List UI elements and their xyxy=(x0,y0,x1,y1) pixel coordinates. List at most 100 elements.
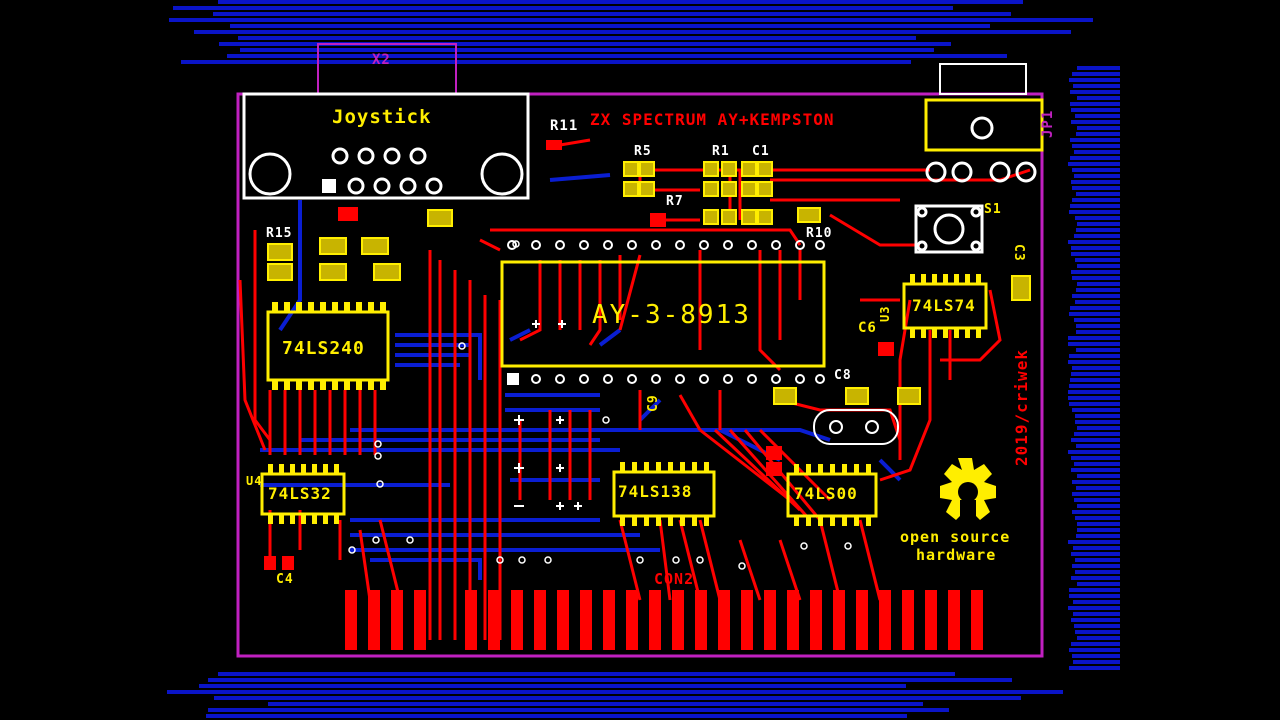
blue-scanline xyxy=(1074,234,1120,238)
blue-scanline xyxy=(1071,552,1120,556)
u-74ls240-label: 74LS240 xyxy=(282,338,365,359)
board-title: ZX SPECTRUM AY+KEMPSTON xyxy=(590,110,835,129)
blue-scanline xyxy=(1071,468,1120,472)
blue-scanline xyxy=(1077,222,1120,226)
blue-scanline xyxy=(1075,258,1120,262)
blue-scanline xyxy=(1074,462,1120,466)
blue-scanline xyxy=(1074,174,1120,178)
joystick-label: Joystick xyxy=(332,106,432,128)
blue-scanline xyxy=(1076,288,1120,292)
blue-scanline xyxy=(1076,324,1120,328)
blue-scanline xyxy=(1076,444,1120,448)
blue-scanline xyxy=(181,60,911,64)
red-pads xyxy=(264,140,894,570)
blue-scanline xyxy=(1076,486,1120,490)
blue-scanline xyxy=(1077,504,1120,508)
blue-scanline xyxy=(1076,132,1120,136)
blue-scanline xyxy=(1068,360,1120,364)
blue-scanline xyxy=(1070,102,1120,106)
blue-scanline xyxy=(1068,540,1120,544)
blue-scanline xyxy=(1077,66,1120,70)
blue-scanline xyxy=(1077,264,1120,268)
jp1-label: JP1 xyxy=(1040,109,1056,138)
u-74ls240-pins xyxy=(272,302,386,390)
blue-scanline xyxy=(218,672,955,676)
blue-scanline xyxy=(1075,516,1120,520)
blue-scanline xyxy=(1071,372,1120,376)
blue-scanline xyxy=(1075,420,1120,424)
u-74ls00-label: 74LS00 xyxy=(794,484,858,503)
blue-scanline xyxy=(1071,438,1120,442)
blue-scanline xyxy=(1070,90,1120,94)
polarity-marks xyxy=(514,320,582,510)
s1-switch xyxy=(914,204,984,254)
blue-scanline xyxy=(1071,618,1120,622)
blue-scanline xyxy=(219,42,951,46)
blue-scanline xyxy=(1072,564,1120,568)
blue-scanline xyxy=(1068,396,1120,400)
blue-scanline xyxy=(1077,474,1120,478)
blue-scanline xyxy=(1069,648,1120,652)
blue-scanline xyxy=(1077,522,1120,526)
blue-scanline xyxy=(1074,150,1120,154)
blue-scanline xyxy=(1073,660,1120,664)
blue-scanline xyxy=(1075,570,1120,574)
blue-scanline xyxy=(218,0,1023,4)
blue-scanline xyxy=(1077,528,1120,532)
blue-scanline xyxy=(1071,642,1120,646)
u4-label: U4 xyxy=(246,474,263,488)
blue-scanline xyxy=(1072,492,1120,496)
c6-label: C6 xyxy=(858,320,877,336)
blue-scanline xyxy=(1069,78,1120,82)
u-74ls74-label: 74LS74 xyxy=(912,296,976,315)
blue-scanline xyxy=(1069,588,1120,592)
joystick-pins xyxy=(248,147,524,196)
blue-scanline xyxy=(1068,390,1120,394)
blue-scanline xyxy=(214,696,1021,700)
blue-scanline xyxy=(1072,366,1120,370)
u-74ls138-outline xyxy=(612,470,716,518)
blue-scanline xyxy=(1068,336,1120,340)
blue-scanline xyxy=(1071,108,1120,112)
blue-scanline xyxy=(1073,546,1120,550)
ay-chip-outline xyxy=(500,260,826,368)
blue-scanline xyxy=(1070,138,1120,142)
blue-scanline xyxy=(1069,354,1120,358)
edge-connector-fingers xyxy=(345,590,983,650)
u3-label: U3 xyxy=(878,305,892,322)
u-74ls32-label: 74LS32 xyxy=(268,484,332,503)
blue-scanline xyxy=(1075,300,1120,304)
jp1-pins xyxy=(925,116,1037,183)
blue-scanline xyxy=(1072,480,1120,484)
blue-scanline xyxy=(1072,408,1120,412)
bottom-layer-traces xyxy=(260,173,902,580)
r5-label: R5 xyxy=(634,144,652,159)
blue-scanline xyxy=(1076,330,1120,334)
blue-scanline xyxy=(1070,156,1120,160)
blue-scanline xyxy=(1072,276,1120,280)
jp1-outline xyxy=(939,63,1027,95)
blue-scanline xyxy=(213,12,1011,16)
blue-scanline xyxy=(1072,510,1120,514)
blue-scanline xyxy=(1072,198,1120,202)
blue-scanline xyxy=(1074,432,1120,436)
blue-scanline xyxy=(208,708,949,712)
c1-label: C1 xyxy=(752,144,770,159)
c4-label: C4 xyxy=(276,572,294,587)
u-74ls74-pins xyxy=(910,274,981,338)
s1-label: S1 xyxy=(984,202,1002,217)
r11-label: R11 xyxy=(550,118,579,134)
blue-scanline xyxy=(1069,312,1120,316)
blue-scanline xyxy=(199,684,906,688)
blue-scanline xyxy=(173,6,953,10)
oshw-text-line2: hardware xyxy=(916,546,997,564)
blue-scanline xyxy=(1073,84,1120,88)
blue-scanline xyxy=(1072,72,1120,76)
u-74ls138-pins xyxy=(620,462,709,526)
blue-scanline xyxy=(230,24,990,28)
blue-scanline xyxy=(1077,126,1120,130)
blue-scanline xyxy=(1076,348,1120,352)
u-74ls138-label: 74LS138 xyxy=(618,482,693,501)
smd-pads xyxy=(267,161,1031,405)
r10-label: R10 xyxy=(806,226,833,241)
